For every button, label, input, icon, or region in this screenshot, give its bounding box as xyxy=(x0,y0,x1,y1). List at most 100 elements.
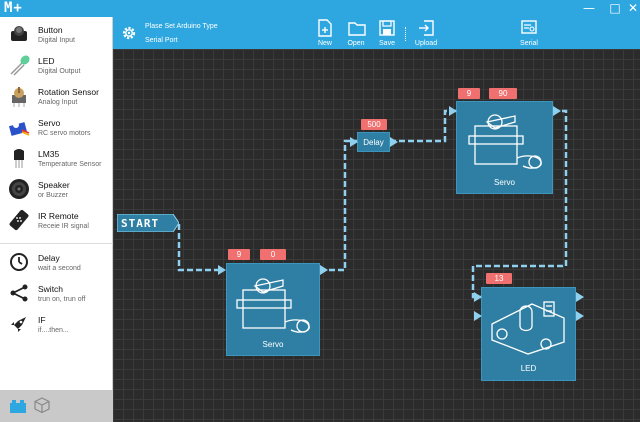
led-icon xyxy=(10,55,30,76)
sidebar-item-rotation-sensor[interactable]: Rotation Sensor Analog Input xyxy=(0,81,113,112)
led-output-port-2[interactable] xyxy=(576,311,584,321)
clock-icon xyxy=(10,253,28,271)
sidebar-item-label: Servo xyxy=(38,118,61,128)
speaker-icon xyxy=(9,179,29,199)
start-label: START xyxy=(121,217,160,230)
delay-block-label: Delay xyxy=(363,138,384,147)
sidebar-item-lm35[interactable]: LM35 Temperature Sensor xyxy=(0,143,113,174)
delay-block[interactable]: Delay xyxy=(357,132,390,152)
led-input-port-2[interactable] xyxy=(474,311,482,321)
sidebar-item-label: Rotation Sensor xyxy=(38,87,99,97)
sidebar-item-label: IR Remote xyxy=(38,211,79,221)
title-bar: M+ — □ ✕ xyxy=(0,0,640,17)
sidebar-footer xyxy=(0,390,113,422)
new-button-label: New xyxy=(317,40,332,47)
delay-input-port[interactable] xyxy=(350,137,358,147)
open-button-label: Open xyxy=(347,40,365,47)
servo-angle-param[interactable]: 90 xyxy=(489,88,517,99)
save-button[interactable]: Save xyxy=(372,19,402,49)
toolbar: Plase Set Arduino Type Serial Port New O… xyxy=(113,17,640,49)
upload-button[interactable]: Upload xyxy=(411,19,441,49)
start-block[interactable]: START xyxy=(117,214,179,232)
sidebar-item-sub: or Buzzer xyxy=(38,192,68,199)
blocks-icon[interactable] xyxy=(9,398,27,414)
sidebar-item-servo[interactable]: Servo RC servo motors xyxy=(0,112,113,143)
delay-ms-param[interactable]: 500 xyxy=(361,119,387,130)
sidebar-item-label: IF xyxy=(38,315,46,325)
start-block-shape xyxy=(117,214,179,232)
servo-input-port[interactable] xyxy=(218,265,226,275)
upload-icon xyxy=(419,20,434,36)
sidebar-divider xyxy=(0,243,113,244)
servo-angle-param[interactable]: 0 xyxy=(260,249,286,260)
sidebar-item-sub: Temperature Sensor xyxy=(38,161,102,168)
servo-icon xyxy=(8,122,30,136)
potentiometer-icon xyxy=(12,87,26,107)
servo-block[interactable]: Servo xyxy=(226,263,320,356)
led-output-port[interactable] xyxy=(576,292,584,302)
toolbar-divider xyxy=(405,27,406,41)
serial-button[interactable]: Serial xyxy=(514,19,544,49)
maximize-button[interactable]: □ xyxy=(609,1,621,15)
led-input-port[interactable] xyxy=(474,292,482,302)
servo-pin-param[interactable]: 9 xyxy=(458,88,480,99)
sidebar-item-label: Button xyxy=(38,25,63,35)
led-block-icon xyxy=(491,301,565,355)
sidebar-item-speaker[interactable]: Speaker or Buzzer xyxy=(0,174,113,205)
open-button[interactable]: Open xyxy=(341,19,371,49)
servo-pin-param[interactable]: 9 xyxy=(228,249,250,260)
sidebar-item-led[interactable]: LED Digital Output xyxy=(0,50,113,81)
sidebar-item-if[interactable]: IF if....then... xyxy=(0,309,113,340)
sidebar-item-sub: Digital Input xyxy=(38,37,75,44)
rocket-icon xyxy=(11,317,26,332)
sidebar-item-sub: RC servo motors xyxy=(38,130,91,137)
minimize-button[interactable]: — xyxy=(583,1,595,15)
delay-output-port[interactable] xyxy=(390,137,398,147)
new-file-icon xyxy=(318,19,332,37)
servo-block-label: Servo xyxy=(494,178,515,187)
gear-icon[interactable] xyxy=(121,25,137,41)
servo-block-icon xyxy=(236,278,310,333)
serial-monitor-icon xyxy=(521,20,537,34)
sidebar-item-sub: wait a second xyxy=(38,265,81,272)
serial-button-label: Serial xyxy=(520,40,538,47)
sidebar-item-label: Switch xyxy=(38,284,64,294)
sidebar-item-switch[interactable]: Switch trun on, trun off xyxy=(0,278,113,309)
component-sidebar: Button Digital Input LED Digital Output … xyxy=(0,17,113,422)
sidebar-item-label: Speaker xyxy=(38,180,70,190)
sidebar-item-sub: Receie IR signal xyxy=(38,223,89,230)
new-button[interactable]: New xyxy=(310,19,340,49)
sidebar-item-sub: if....then... xyxy=(38,327,69,334)
save-icon xyxy=(379,20,395,36)
servo-block[interactable]: Servo xyxy=(456,101,553,194)
app-logo: M+ xyxy=(4,0,23,16)
sidebar-item-delay[interactable]: Delay wait a second xyxy=(0,247,113,278)
folder-icon xyxy=(348,22,366,36)
led-block[interactable]: LED xyxy=(481,287,576,381)
cube-icon[interactable] xyxy=(33,396,51,414)
sidebar-item-ir-remote[interactable]: IR Remote Receie IR signal xyxy=(0,205,113,236)
sidebar-item-sub: Digital Output xyxy=(38,68,81,75)
sidebar-item-sub: Analog Input xyxy=(38,99,78,106)
sidebar-item-label: LED xyxy=(38,56,55,66)
servo-input-port[interactable] xyxy=(449,106,457,116)
sidebar-item-sub: trun on, trun off xyxy=(38,296,86,303)
led-pin-param[interactable]: 13 xyxy=(486,273,512,284)
led-block-label: LED xyxy=(520,364,537,373)
close-button[interactable]: ✕ xyxy=(627,1,639,15)
servo-block-label: Servo xyxy=(262,340,284,349)
serial-port-label[interactable]: Serial Port xyxy=(145,37,178,44)
upload-button-label: Upload xyxy=(414,40,438,47)
servo-output-port[interactable] xyxy=(553,106,561,116)
button-icon xyxy=(11,26,27,41)
sidebar-item-label: Delay xyxy=(38,253,60,263)
save-button-label: Save xyxy=(379,40,395,47)
switch-icon xyxy=(10,284,28,302)
servo-output-port[interactable] xyxy=(320,265,328,275)
servo-block-icon xyxy=(468,114,542,169)
arduino-type-label[interactable]: Plase Set Arduino Type xyxy=(145,23,218,30)
sidebar-item-button[interactable]: Button Digital Input xyxy=(0,19,113,50)
ir-remote-icon xyxy=(9,209,29,231)
temperature-sensor-icon xyxy=(14,149,24,168)
sidebar-item-label: LM35 xyxy=(38,149,60,159)
